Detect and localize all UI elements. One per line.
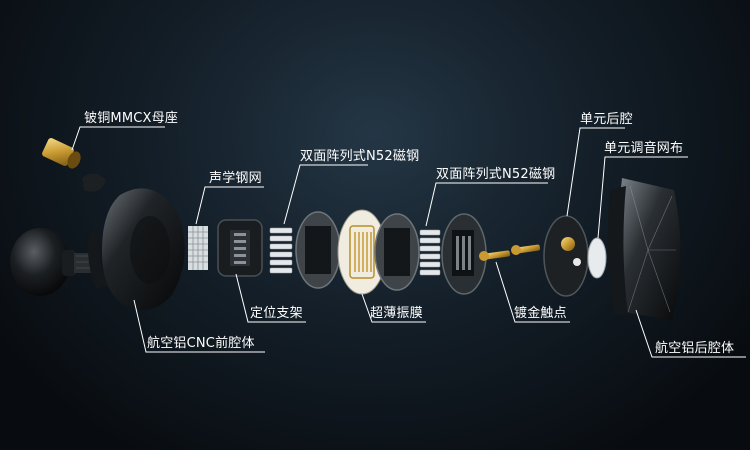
mmcx-socket (42, 138, 106, 192)
label-front-shell: 航空铝CNC前腔体 (147, 336, 255, 351)
front-shell-part (88, 188, 185, 311)
label-acoustic-mesh: 声学钢网 (209, 171, 262, 186)
back-plate-part (441, 213, 487, 295)
label-mmcx-socket: 铍铜MMCX母座 (84, 111, 179, 126)
positioning-bracket-part (217, 219, 263, 277)
label-diaphragm: 超薄振膜 (370, 306, 423, 321)
rear-cavity-part (543, 215, 589, 297)
label-tuning-mesh: 单元调音网布 (604, 141, 684, 156)
frame-right-part (374, 213, 420, 291)
back-shell-part (607, 178, 681, 320)
magnet-array-left-part (269, 227, 293, 274)
frame-left-part (295, 211, 341, 289)
tuning-mesh-part (587, 237, 607, 279)
label-back-shell: 航空铝后腔体 (655, 341, 735, 356)
label-rear-cavity: 单元后腔 (580, 112, 633, 127)
acoustic-mesh-part (188, 226, 208, 270)
label-gold-contacts: 镀金触点 (514, 306, 567, 321)
gold-contacts-part (479, 244, 541, 261)
leader-lines (71, 126, 746, 358)
magnet-array-right-part (419, 229, 441, 276)
label-magnet-array-right: 双面阵列式N52磁钢 (436, 167, 556, 182)
label-positioning-bracket: 定位支架 (250, 306, 303, 321)
label-magnet-array-left: 双面阵列式N52磁钢 (300, 149, 420, 164)
ear-tip (10, 228, 96, 296)
